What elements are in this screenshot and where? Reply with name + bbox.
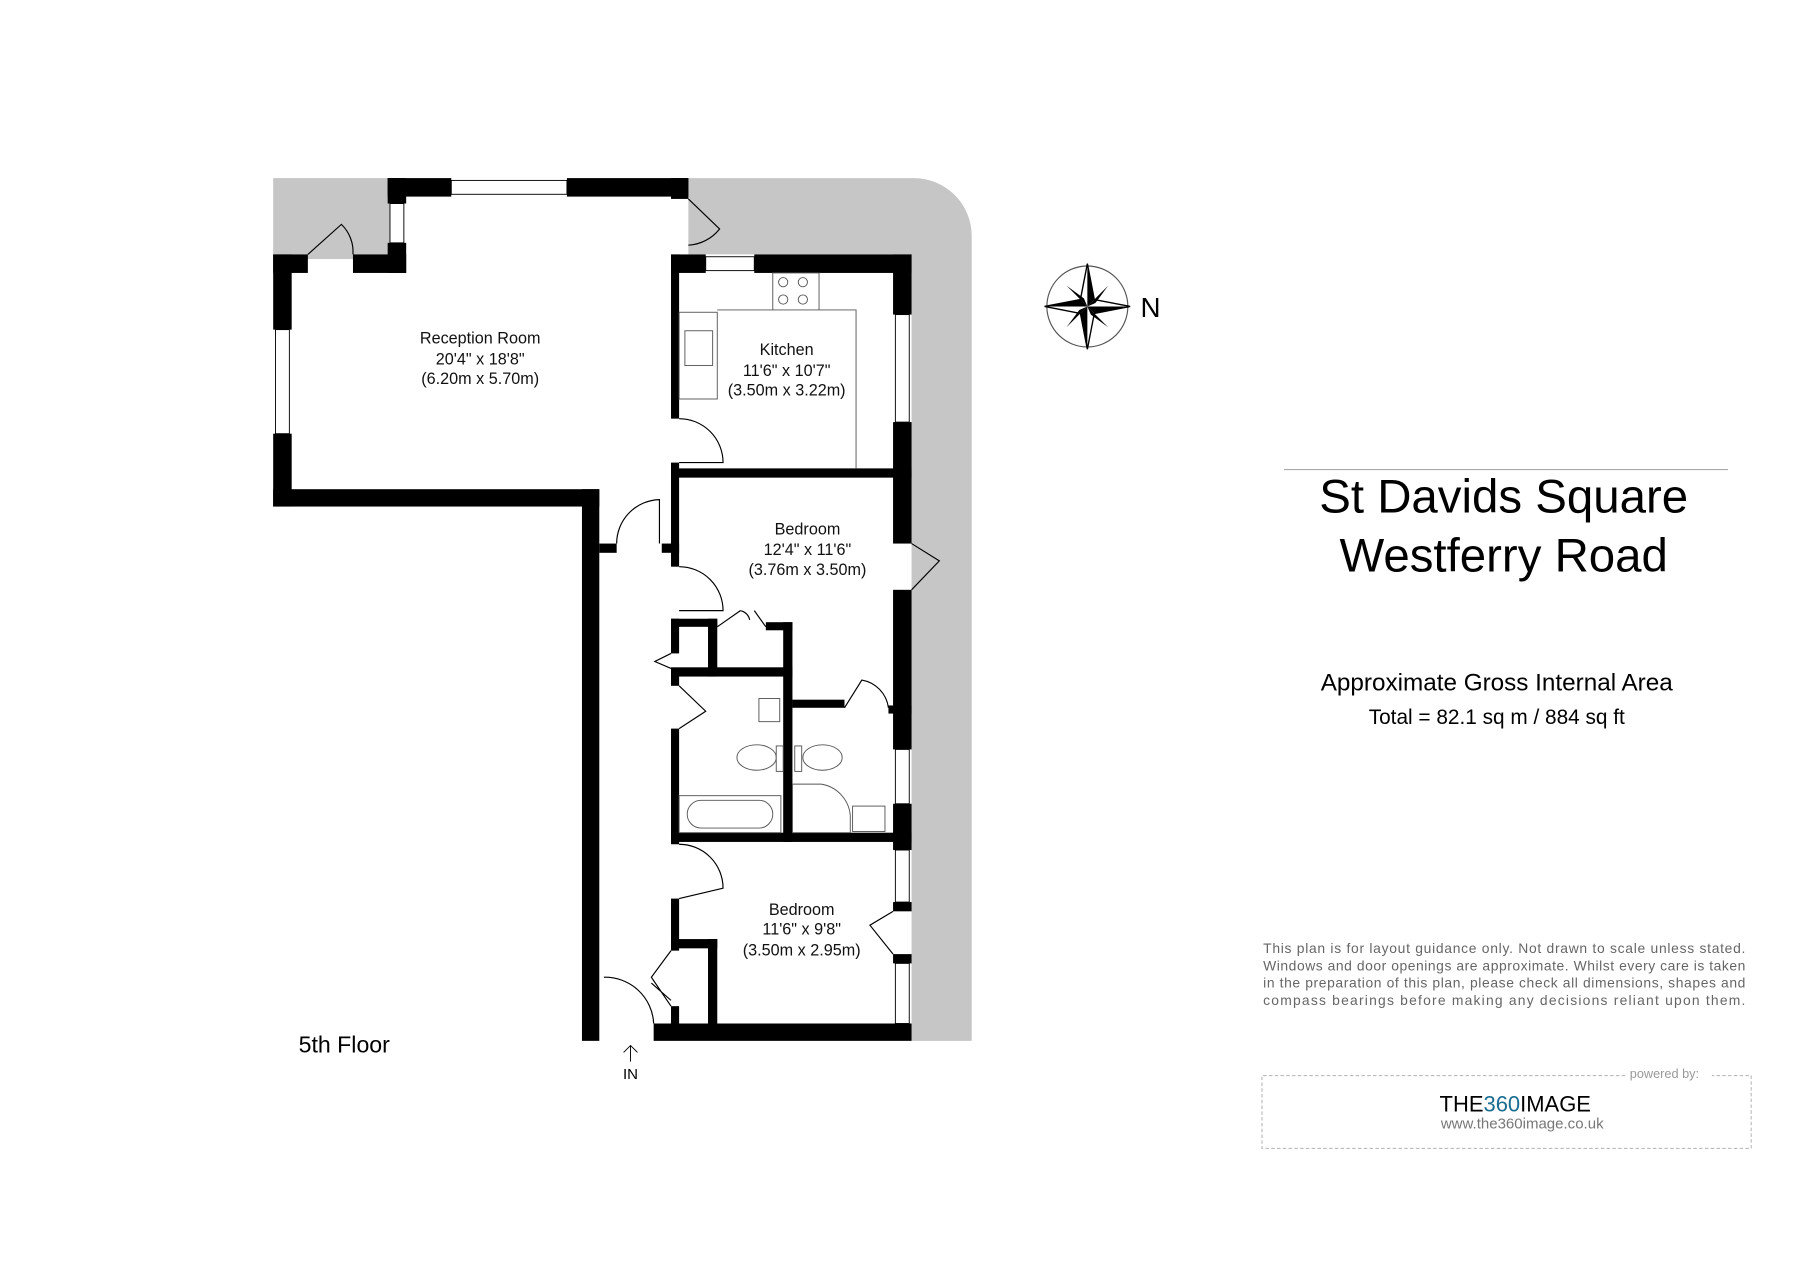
walls	[273, 178, 912, 1041]
svg-text:11'6" x 9'8": 11'6" x 9'8"	[762, 920, 841, 938]
svg-text:(6.20m x 5.70m): (6.20m x 5.70m)	[421, 370, 539, 388]
compass-icon: N	[1044, 263, 1161, 350]
svg-text:compass bearings before making: compass bearings before making any decis…	[1263, 992, 1745, 1008]
doors	[307, 198, 941, 1024]
title-line-2: Westferry Road	[1339, 529, 1667, 582]
room-label-kitchen: Kitchen 11'6" x 10'7" (3.50m x 3.22m)	[728, 341, 846, 399]
title-line-1: St Davids Square	[1319, 470, 1688, 523]
svg-text:Bedroom: Bedroom	[775, 520, 841, 538]
powered-by-label: powered by:	[1630, 1066, 1699, 1081]
windows	[275, 179, 910, 1024]
svg-text:11'6" x 10'7": 11'6" x 10'7"	[743, 362, 831, 380]
svg-text:20'4" x 18'8": 20'4" x 18'8"	[436, 350, 525, 368]
svg-text:in the preparation of this pla: in the preparation of this plan, please …	[1263, 975, 1745, 991]
svg-text:(3.76m x 3.50m): (3.76m x 3.50m)	[749, 561, 867, 579]
svg-text:Reception Room: Reception Room	[420, 329, 541, 347]
fixtures	[678, 272, 886, 834]
floor-label: 5th Floor	[299, 1031, 391, 1057]
svg-text:12'4" x 11'6": 12'4" x 11'6"	[764, 541, 852, 559]
brand-url[interactable]: www.the360image.co.uk	[1440, 1116, 1604, 1133]
room-label-bedroom-1: Bedroom 12'4" x 11'6" (3.76m x 3.50m)	[749, 520, 867, 578]
room-label-reception: Reception Room 20'4" x 18'8" (6.20m x 5.…	[420, 329, 541, 387]
svg-text:Kitchen: Kitchen	[760, 341, 814, 359]
balcony-areas	[273, 178, 972, 1041]
svg-text:(3.50m x 2.95m): (3.50m x 2.95m)	[743, 941, 861, 959]
entrance-arrow-icon	[623, 1044, 638, 1062]
entrance-label: IN	[623, 1066, 638, 1083]
disclaimer: This plan is for layout guidance only. N…	[1263, 940, 1745, 1008]
svg-text:This plan is for layout guidan: This plan is for layout guidance only. N…	[1263, 940, 1745, 956]
svg-text:Bedroom: Bedroom	[769, 901, 835, 919]
brand-logo: THE360IMAGE	[1440, 1091, 1591, 1116]
area-heading: Approximate Gross Internal Area	[1321, 669, 1674, 696]
branding-box: powered by: THE360IMAGE www.the360image.…	[1261, 1066, 1752, 1149]
svg-text:(3.50m x 3.22m): (3.50m x 3.22m)	[728, 382, 846, 400]
area-total: Total = 82.1 sq m / 884 sq ft	[1369, 706, 1625, 729]
room-label-bedroom-2: Bedroom 11'6" x 9'8" (3.50m x 2.95m)	[743, 901, 861, 959]
svg-text:Windows and door openings are: Windows and door openings are approximat…	[1263, 957, 1745, 973]
compass-north-label: N	[1141, 292, 1161, 323]
